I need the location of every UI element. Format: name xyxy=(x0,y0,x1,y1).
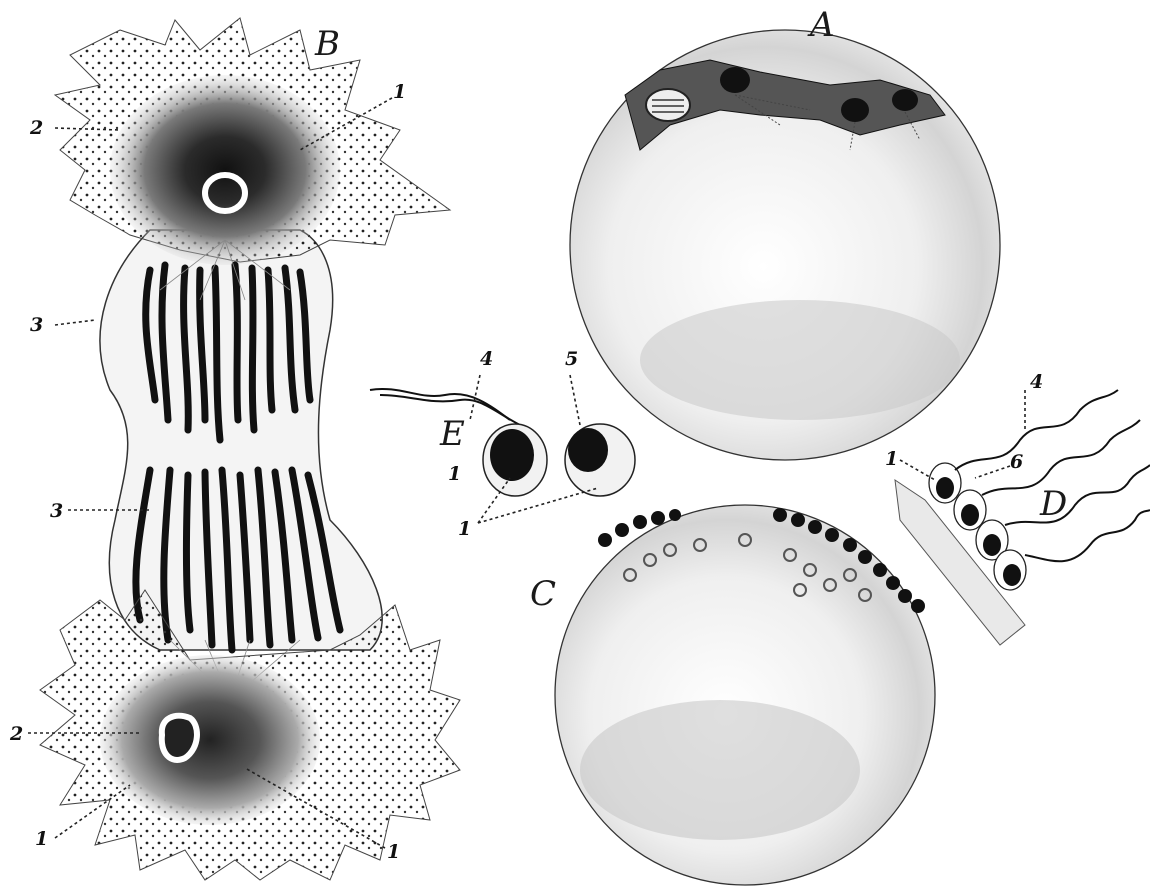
panel-d-letter: D xyxy=(1039,484,1067,524)
upper-centrosphere xyxy=(110,75,340,265)
lower-centriole xyxy=(162,716,197,760)
egg-c-shading xyxy=(580,700,860,840)
label-b-1-bottom: 1 xyxy=(35,828,48,850)
label-b-1-right: 1 xyxy=(387,841,400,863)
label-b-3-top: 3 xyxy=(30,314,43,336)
label-b-3-bottom: 3 xyxy=(50,500,63,522)
label-d-4: 4 xyxy=(1030,371,1043,393)
panel-a-figure xyxy=(570,30,1000,460)
spindle-outline xyxy=(100,230,382,650)
panel-b-letter: B xyxy=(314,24,340,64)
label-e-1-lower: 1 xyxy=(458,518,471,540)
panel-e-figure xyxy=(370,389,635,496)
panel-b-figure xyxy=(40,18,460,880)
panel-c-letter: C xyxy=(530,574,556,614)
panel-c-figure xyxy=(555,505,935,885)
e-sperm-right-nucleus xyxy=(568,428,608,472)
panel-e-letter: E xyxy=(439,414,465,454)
egg-a-spindle xyxy=(646,89,690,121)
egg-a-nucleus xyxy=(841,98,869,122)
label-d-6: 6 xyxy=(1010,451,1023,473)
label-e-1-upper: 1 xyxy=(448,463,461,485)
lower-centrosphere xyxy=(100,655,320,825)
label-e-4: 4 xyxy=(480,348,493,370)
e-sperm-left-nucleus xyxy=(490,429,534,481)
egg-a-nucleus xyxy=(720,67,750,93)
label-e-5: 5 xyxy=(565,348,578,370)
label-b-2-top: 2 xyxy=(29,117,43,139)
label-b-1-top: 1 xyxy=(393,81,406,103)
label-b-2-bottom: 2 xyxy=(9,723,23,745)
panel-d-figure xyxy=(895,390,1150,645)
egg-a-shading xyxy=(640,300,960,420)
egg-a-nucleus xyxy=(892,89,918,111)
panel-a-letter: A xyxy=(807,5,835,45)
label-d-1: 1 xyxy=(885,448,898,470)
